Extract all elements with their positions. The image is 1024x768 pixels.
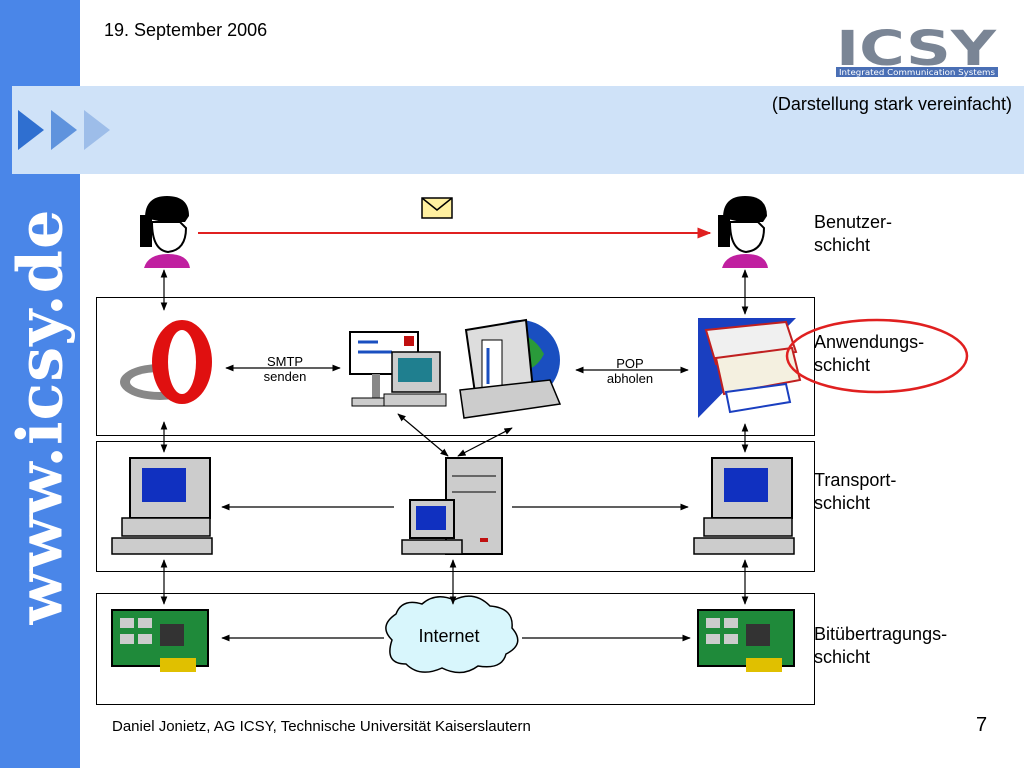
user-layer-line1: Benutzer- [814,212,893,232]
logo-tagline: Integrated Communication Systems [839,68,995,77]
envelope-icon [421,197,453,219]
page-number: 7 [976,714,988,736]
user-layer-label: Benutzer- schicht [814,211,892,257]
recipient-computer-icon [693,457,795,555]
server-computer-icon [401,457,503,555]
icsy-logo: ICSY Integrated Communication Systems [836,21,1001,87]
application-layer-line1: Anwendungs- [814,332,925,352]
pop-label: POP abholen [592,356,668,386]
application-layer-label: Anwendungs- schicht [814,331,924,377]
header-band [12,86,1024,174]
logo-mark: ICSY Integrated Communication Systems [836,21,998,77]
internet-label: Internet [418,626,480,646]
physical-layer-line2: schicht [814,647,871,667]
recipient-person-icon [718,196,768,268]
physical-layer-label: Bitübertragungs- schicht [814,623,947,669]
transport-layer-label: Transport- schicht [814,469,896,515]
internet-cloud-icon [385,595,519,674]
recipient-network-card-icon [697,609,795,672]
recipient-mail-client-icon [698,318,802,418]
smtp-label-line2: senden [263,369,307,384]
opera-mail-client-icon [120,320,212,404]
application-layer-line2: schicht [814,355,871,375]
mail-server-icon [349,331,447,407]
sender-network-card-icon [111,609,209,672]
pop-server-icon [459,318,562,419]
smtp-label-line1: SMTP [266,354,304,369]
transport-layer-line2: schicht [814,493,871,513]
application-layer-box [96,297,815,436]
pop-label-line1: POP [616,356,644,371]
transport-layer-line1: Transport- [814,470,897,490]
application-layer-highlight [785,318,969,394]
date: 19. September 2006 [104,20,268,40]
footer-text: Daniel Jonietz, AG ICSY, Technische Univ… [112,718,531,735]
sender-computer-icon [111,457,213,555]
triple-chevron-icon [18,110,110,150]
user-layer-line2: schicht [814,235,871,255]
simplification-note: (Darstellung stark vereinfacht) [771,94,1012,114]
sender-person-icon [140,196,190,268]
smtp-label: SMTP senden [250,354,320,384]
pop-label-line2: abholen [606,371,654,386]
physical-layer-line1: Bitübertragungs- [814,624,948,644]
